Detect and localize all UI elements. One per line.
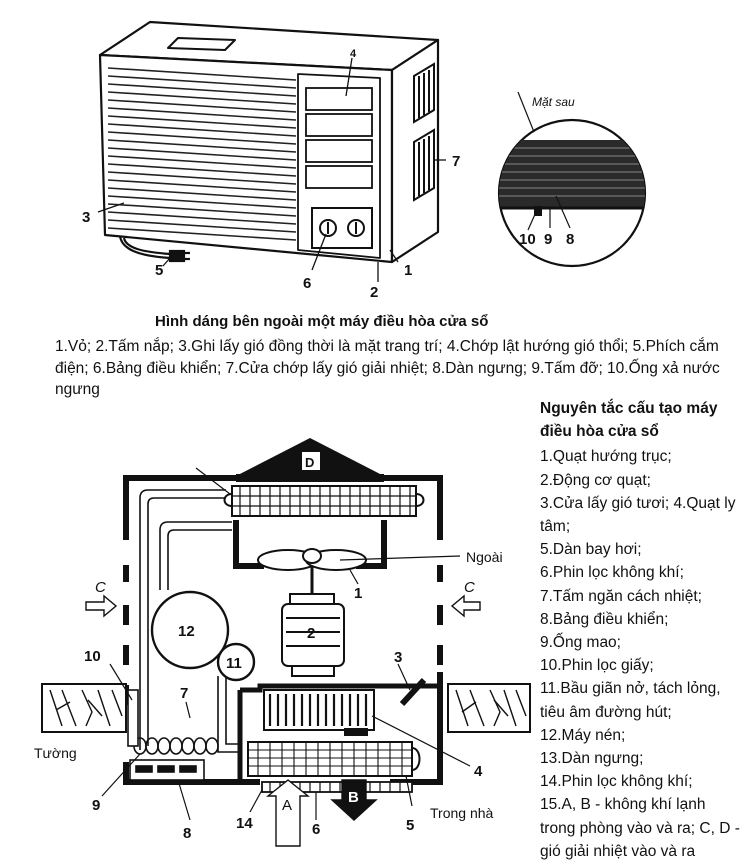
label-b4: 4 [474,763,483,780]
top-caption-title: Hình dáng bên ngoài một máy điều hòa cửa… [155,313,489,330]
inset-label-8: 8 [566,231,574,248]
refrigerant-tubes [139,489,240,753]
legend-item: 1.Quạt hướng trục; [540,448,672,466]
accumulator [216,642,256,682]
label-b10: 10 [84,648,101,665]
label-b1: 1 [354,585,362,602]
evaporator-coil [247,741,421,777]
axial-fan [257,548,367,594]
label-C-right: C [464,579,475,596]
arrow-C-right-icon [450,594,481,618]
capillary-tube [133,737,219,755]
rear-view-inset [497,91,647,268]
label-b8: 8 [183,825,191,842]
compressor [150,590,230,670]
label-b2: 2 [307,625,315,642]
centrifugal-fan [263,689,375,736]
arrow-C-left-icon [85,594,118,618]
top-leader-lines [97,57,446,282]
label-7: 7 [452,153,460,170]
legend-item: 9.Ống mao; [540,634,621,652]
wall-right [447,683,531,733]
fan-motor [281,593,345,677]
inset-title: Mặt sau [532,95,575,109]
label-b5: 5 [406,817,414,834]
legend-item: 2.Động cơ quạt; [540,471,651,489]
legend-item: 6.Phin lọc không khí; [540,564,684,582]
label-D: D [305,455,314,470]
label-3: 3 [82,209,90,226]
top-caption-text: 1.Vỏ; 2.Tấm nắp; 3.Ghi lấy gió đồng thời… [55,338,720,398]
label-C-left: C [95,579,106,596]
label-ngoai: Ngoài [466,549,503,565]
label-5: 5 [155,262,163,279]
arrow-A-icon [266,779,310,847]
legend-item: 14.Phin lọc không khí; [540,773,693,791]
bottom-leader-lines [101,467,471,821]
legend-item: 11.Bầu giãn nở, tách lỏng, tiêu âm đường… [540,680,721,721]
legend-item: 13.Dàn ngưng; [540,750,644,768]
power-plug [118,235,190,263]
condenser-coil [223,485,425,517]
label-6: 6 [303,275,311,292]
legend-item: 7.Tấm ngăn cách nhiệt; [540,587,702,605]
insulation-partition [237,683,440,782]
louver-slats [305,87,373,189]
control-board [129,759,205,781]
label-B: B [348,789,359,806]
outlet-roof [236,438,384,482]
label-b3: 3 [394,649,402,666]
paper-filter [127,689,139,747]
label-A: A [282,797,292,814]
legend-item: 15.A, B - không khí lạnh trong phòng vào… [540,796,740,860]
label-trong-nha: Trong nhà [430,805,494,821]
legend-item: 10.Phin lọc giấy; [540,657,654,675]
structure-legend: Nguyên tắc cấu tạo máy điều hòa cửa sổ 1… [540,397,744,863]
airflow-arrows [85,594,481,847]
legend-title: Nguyên tắc cấu tạo máy điều hòa cửa sổ [540,400,718,441]
legend-item: 3.Cửa lấy gió tươi; 4.Quạt ly tâm; [540,494,736,536]
label-b14: 14 [236,815,253,832]
label-2: 2 [370,284,378,301]
inset-label-10: 10 [519,231,536,248]
label-1: 1 [404,262,412,279]
label-b6: 6 [312,821,320,838]
inset-label-9: 9 [544,231,552,248]
side-vents [413,62,435,202]
legend-item: 8.Bảng điều khiển; [540,610,669,628]
legend-item: 12.Máy nén; [540,726,626,744]
fan-shroud [233,520,387,569]
label-12: 12 [178,623,195,640]
label-11: 11 [226,655,242,672]
label-b9: 9 [92,797,100,814]
label-tuong: Tường [34,745,77,761]
label-b7: 7 [180,685,188,702]
label-4: 4 [350,48,357,60]
arrow-B-icon [330,779,378,821]
front-grille [107,67,297,241]
wall-left [41,683,127,733]
fresh-air-flap [399,677,427,707]
legend-item: 5.Dàn bay hơi; [540,541,642,559]
control-panel [311,207,373,249]
